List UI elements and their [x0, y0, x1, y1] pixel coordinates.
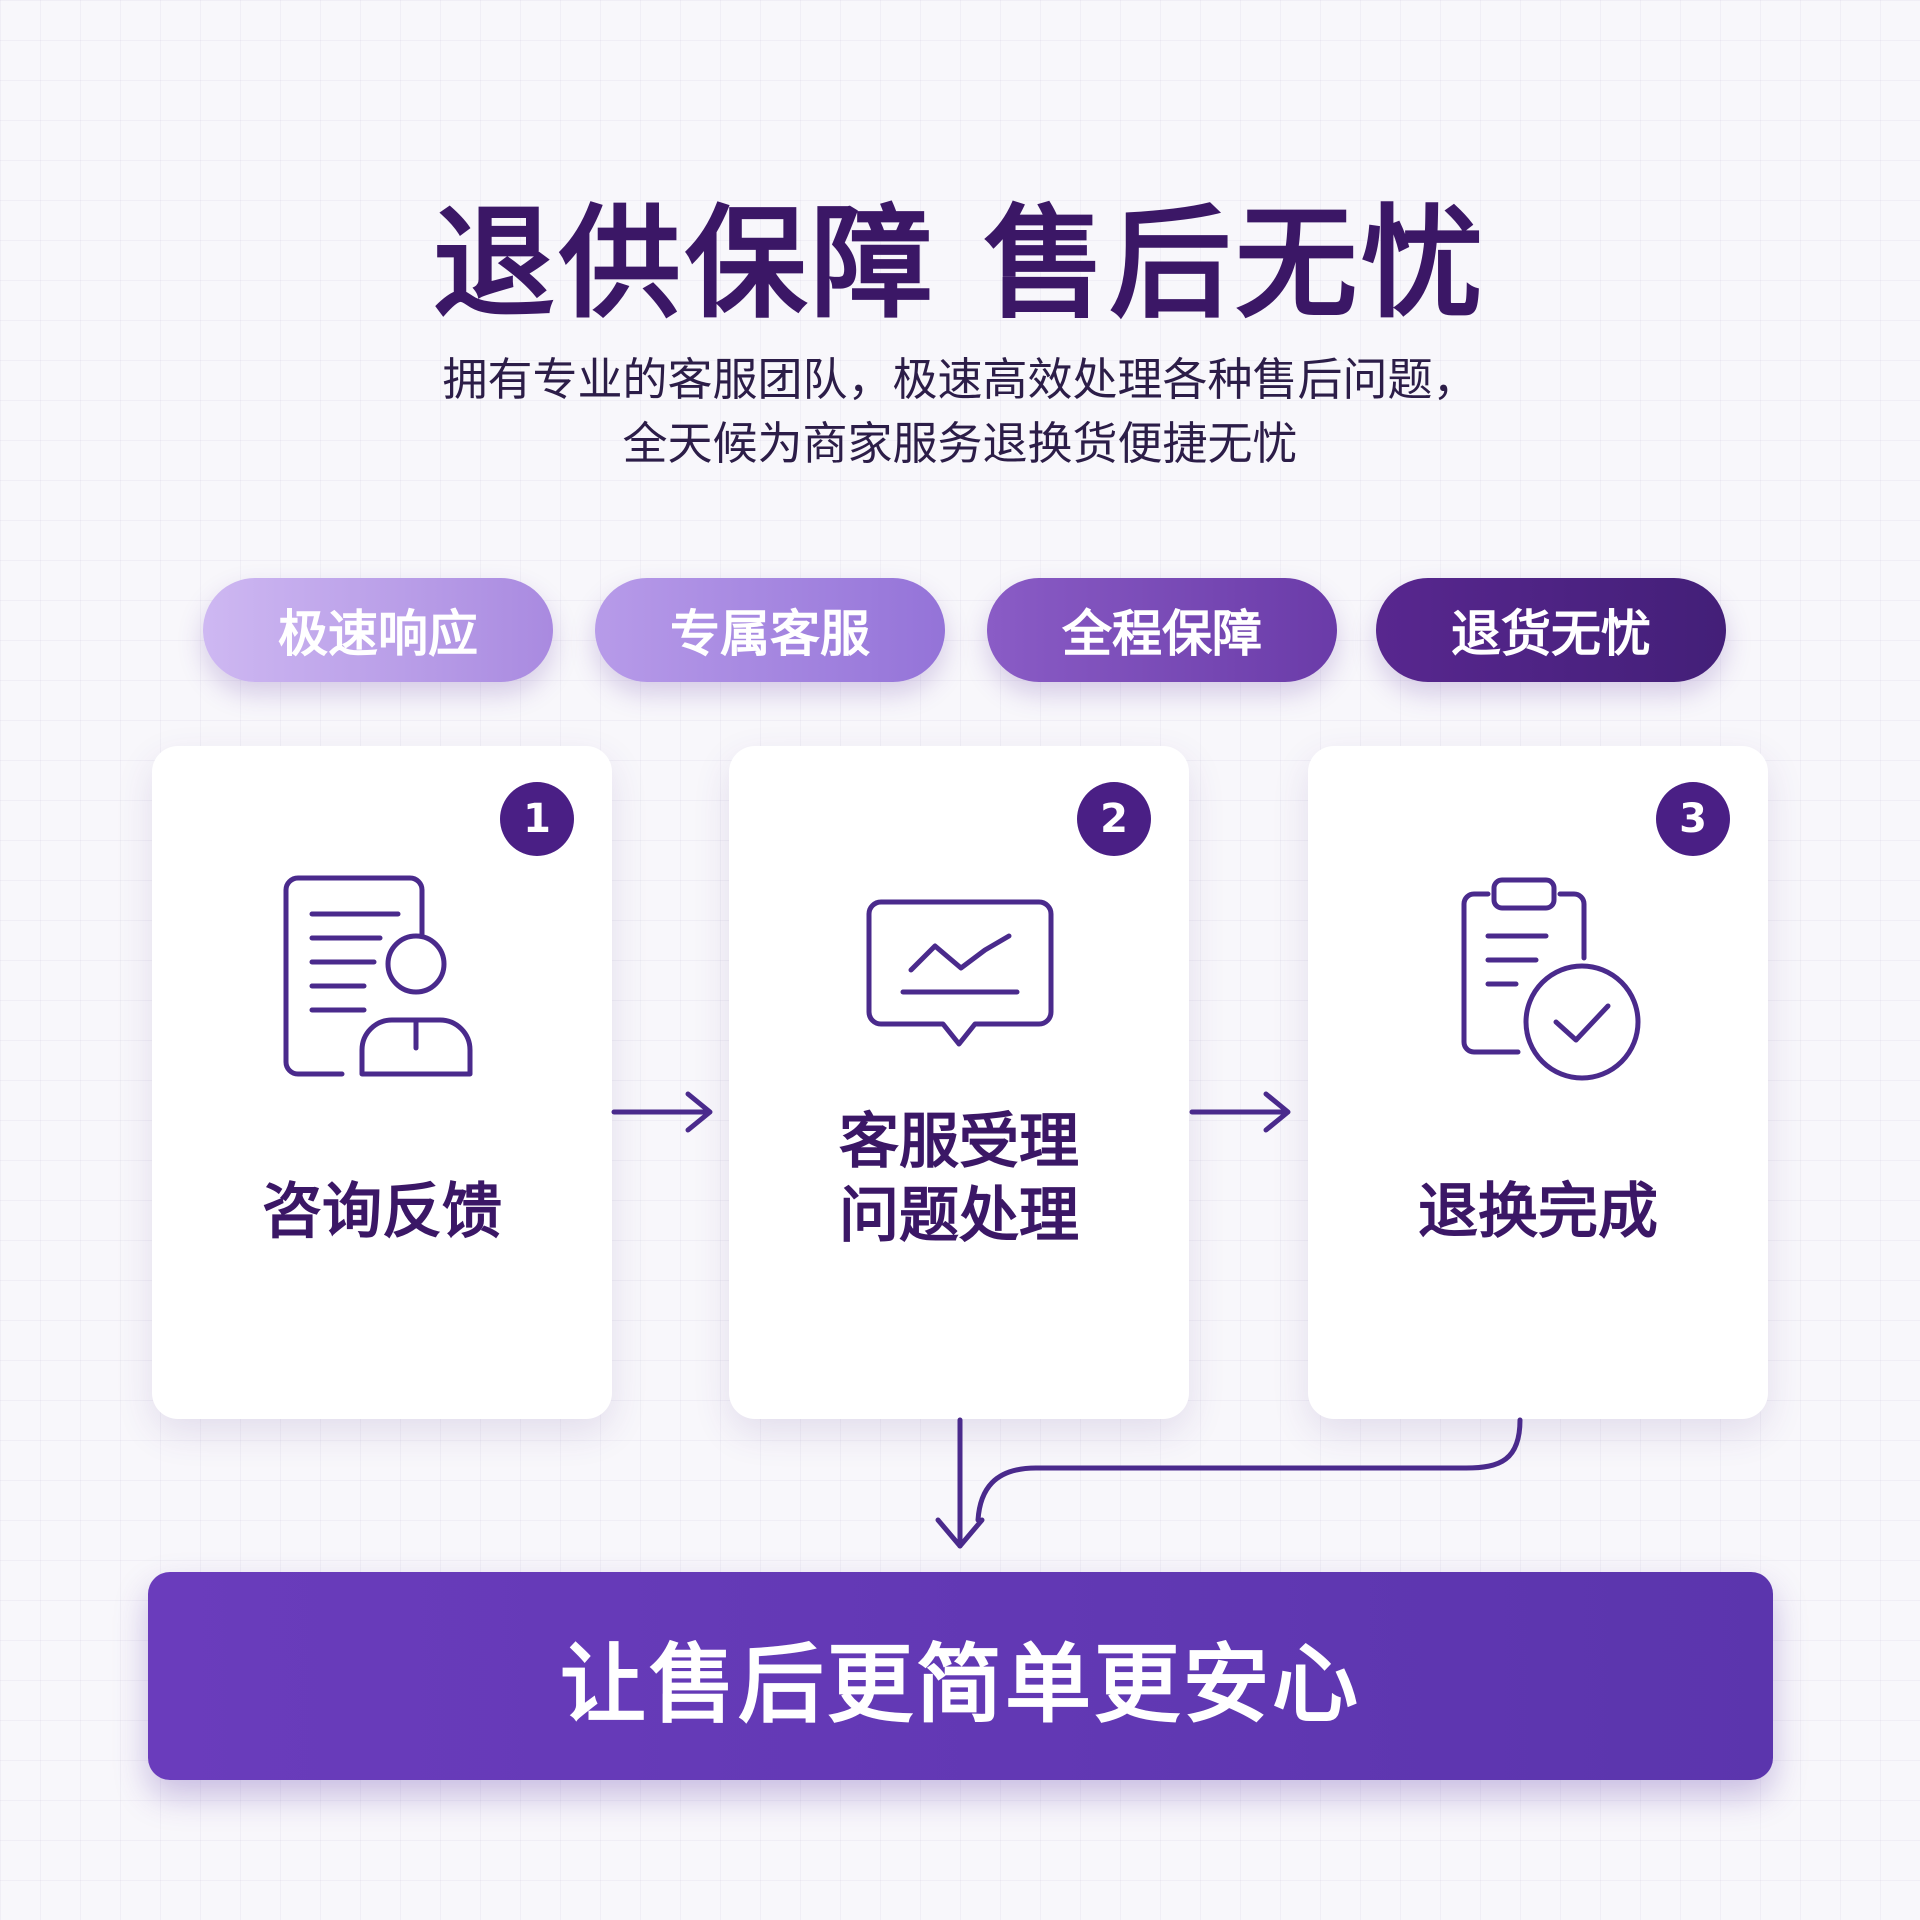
page-subtitle: 拥有专业的客服团队，极速高效处理各种售后问题， 全天候为商家服务退换货便捷无忧 [0, 348, 1920, 476]
step-number-badge: 1 [500, 782, 574, 856]
step-number-badge: 3 [1656, 782, 1730, 856]
subtitle-line-1: 拥有专业的客服团队，极速高效处理各种售后问题， [442, 353, 1478, 406]
step-number-badge: 2 [1077, 782, 1151, 856]
page-title: 退供保障 售后无忧 [432, 193, 1488, 335]
feature-pill-fast-response: 极速响应 [203, 578, 553, 682]
clipboard-check-icon [1461, 877, 1641, 1081]
step-card-2: 2 客服受理 问题处理 [729, 746, 1189, 1419]
slogan-text: 让售后更简单更安心 [560, 1634, 1361, 1735]
step-label-line-1: 客服受理 [839, 1107, 1079, 1177]
step-label: 退换完成 [1418, 1177, 1658, 1247]
step-label: 咨询反馈 [262, 1177, 502, 1247]
feature-pill-full-protection: 全程保障 [987, 578, 1337, 682]
feature-pill-dedicated-service: 专属客服 [595, 578, 945, 682]
step-label-line-2: 问题处理 [839, 1181, 1079, 1251]
arrow-right-icon [1189, 1091, 1291, 1133]
step-card-1: 1 咨询反馈 [152, 746, 612, 1419]
feature-pill-worry-free-returns: 退货无忧 [1376, 578, 1726, 682]
chart-chat-icon [866, 899, 1054, 1047]
document-user-icon [283, 875, 473, 1077]
slogan-banner: 让售后更简单更安心 [148, 1572, 1773, 1780]
arrow-right-icon [611, 1091, 713, 1133]
arrow-down-icon [935, 1417, 1523, 1549]
step-card-3: 3 退换完成 [1308, 746, 1768, 1419]
subtitle-line-2: 全天候为商家服务退换货便捷无忧 [622, 417, 1298, 470]
